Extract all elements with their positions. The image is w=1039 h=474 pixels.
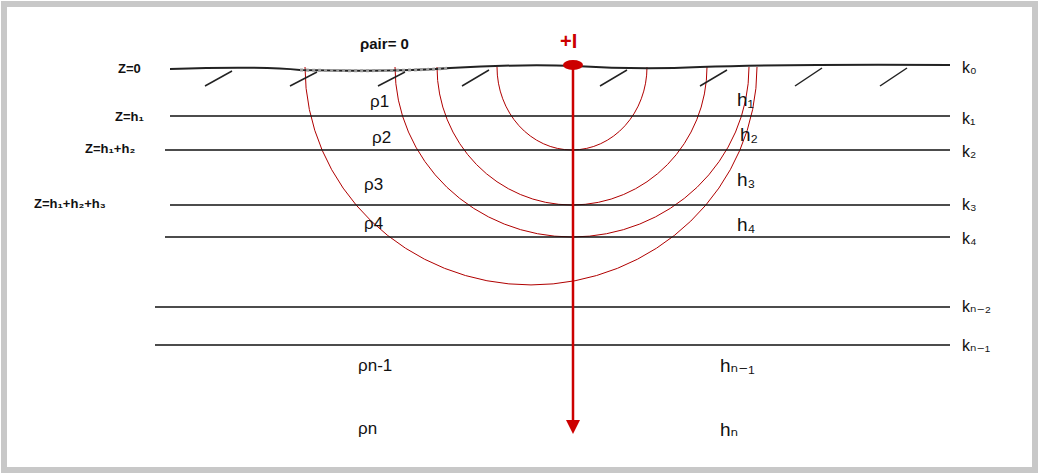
layer-thickness: hₙ₋₁ xyxy=(720,356,755,375)
boundary-label: k₂ xyxy=(962,144,976,160)
current-label: +I xyxy=(560,31,577,51)
air-resistivity: ρair= 0 xyxy=(360,36,409,51)
layer-thickness: h₂ xyxy=(740,125,758,144)
layer-thickness: h₁ xyxy=(737,90,754,109)
boundary-label: k₄ xyxy=(962,231,977,247)
depth-label: Z=0 xyxy=(118,62,141,75)
depth-label: Z=h₁+h₂+h₃ xyxy=(34,197,106,210)
depth-label: Z=h₁ xyxy=(115,110,144,123)
layer-resistivity: ρn-1 xyxy=(358,357,392,374)
boundary-label: k₀ xyxy=(962,60,977,76)
boundary-label: k₁ xyxy=(962,111,975,127)
layer-resistivity: ρn xyxy=(358,420,377,437)
layer-resistivity: ρ4 xyxy=(364,215,383,232)
layer-resistivity: ρ3 xyxy=(364,176,383,193)
boundary-label: k₃ xyxy=(962,197,977,213)
layer-thickness: h₄ xyxy=(737,215,755,234)
layer-resistivity: ρ2 xyxy=(372,129,391,146)
boundary-label: kₙ₋₁ xyxy=(962,338,990,354)
boundary-label: kₙ₋₂ xyxy=(962,299,991,315)
layer-resistivity: ρ1 xyxy=(370,93,389,110)
depth-label: Z=h₁+h₂ xyxy=(85,142,135,155)
layer-thickness: hₙ xyxy=(720,420,738,439)
layer-thickness: h₃ xyxy=(737,170,755,189)
